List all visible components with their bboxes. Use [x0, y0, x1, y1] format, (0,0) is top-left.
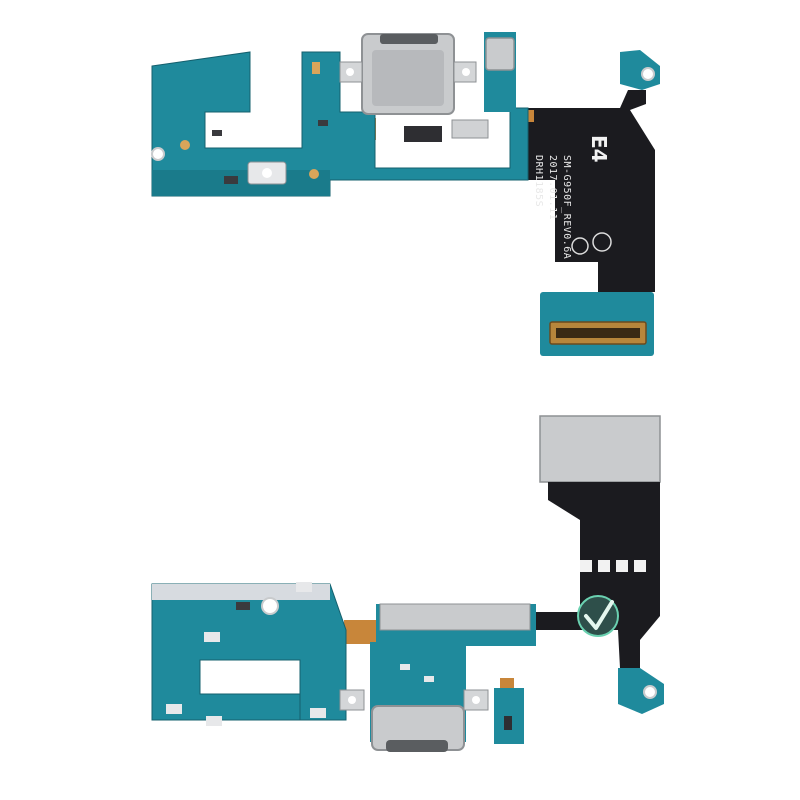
usb-c-port-opening-back	[386, 740, 448, 752]
flex-amber-joint-back	[344, 620, 378, 644]
mount-hole-right	[462, 68, 470, 76]
flex-code-label: E4	[587, 135, 611, 163]
mount-hole-left	[346, 68, 354, 76]
smd-pad-back-5	[166, 704, 182, 714]
usb-c-port-opening	[380, 34, 438, 44]
pcb-lower-edge	[152, 170, 330, 196]
metal-clip-lower	[451, 119, 489, 139]
pcb-top-edge-back	[152, 584, 330, 600]
smd-pad-back-3	[206, 716, 222, 726]
certification-mark	[571, 237, 589, 255]
brand-logo-mark	[592, 232, 612, 252]
mount-hole-left-back	[348, 696, 356, 704]
sim-contact-hole	[262, 168, 272, 178]
antenna-tab-bottom	[618, 668, 664, 714]
connector-pins	[556, 328, 640, 338]
emi-shield-back	[379, 603, 531, 631]
check-mark-icon	[584, 600, 614, 630]
flex-model-label: SM-G950F_REV0.6A	[561, 155, 572, 259]
mount-hole-back	[261, 597, 279, 615]
microphone-module	[485, 37, 515, 71]
mount-hole-board	[151, 147, 165, 161]
antenna-tab-hole	[641, 67, 655, 81]
smd-pad-back-4	[310, 708, 326, 718]
test-pad-4	[634, 560, 646, 572]
main-pcb-front	[151, 51, 529, 197]
stiffener-plate	[539, 415, 661, 483]
rf-test-point-1	[180, 140, 190, 150]
test-pad-3	[616, 560, 628, 572]
smd-pad-back-1	[296, 582, 312, 592]
smd-pad-back-7	[400, 664, 410, 670]
antenna-tab-hole-bottom	[643, 685, 657, 699]
flex-cable-black-back	[532, 482, 660, 668]
smd-pad-back-6	[236, 602, 250, 610]
mount-hole-right-back	[472, 696, 480, 704]
charging-port-board-front: E4 SM-G950F_REV0.6A 2017.01.11 DRH1185S	[151, 32, 660, 356]
main-pcb-back	[151, 583, 347, 721]
flex-printed-labels: E4 SM-G950F_REV0.6A 2017.01.11 DRH1185S	[533, 135, 611, 259]
rf-test-point-2	[309, 169, 319, 179]
flex-batch-label: DRH1185S	[533, 155, 544, 207]
smd-component-3	[318, 120, 328, 126]
microphone-port-back	[504, 716, 512, 730]
smd-component-2	[212, 130, 222, 136]
smd-component-4	[312, 62, 320, 74]
flex-date-label: 2017.01.11	[547, 155, 558, 220]
flex-cable-black	[528, 90, 655, 292]
charging-port-board-back	[151, 415, 664, 752]
smd-pad-back-8	[424, 676, 434, 682]
test-pad-2	[598, 560, 610, 572]
smd-component-1	[224, 176, 238, 184]
flex-connector-chip	[404, 126, 442, 142]
smd-pad-back-2	[204, 632, 220, 642]
usb-c-port-shield-inner	[372, 50, 444, 106]
test-pad-1	[580, 560, 592, 572]
